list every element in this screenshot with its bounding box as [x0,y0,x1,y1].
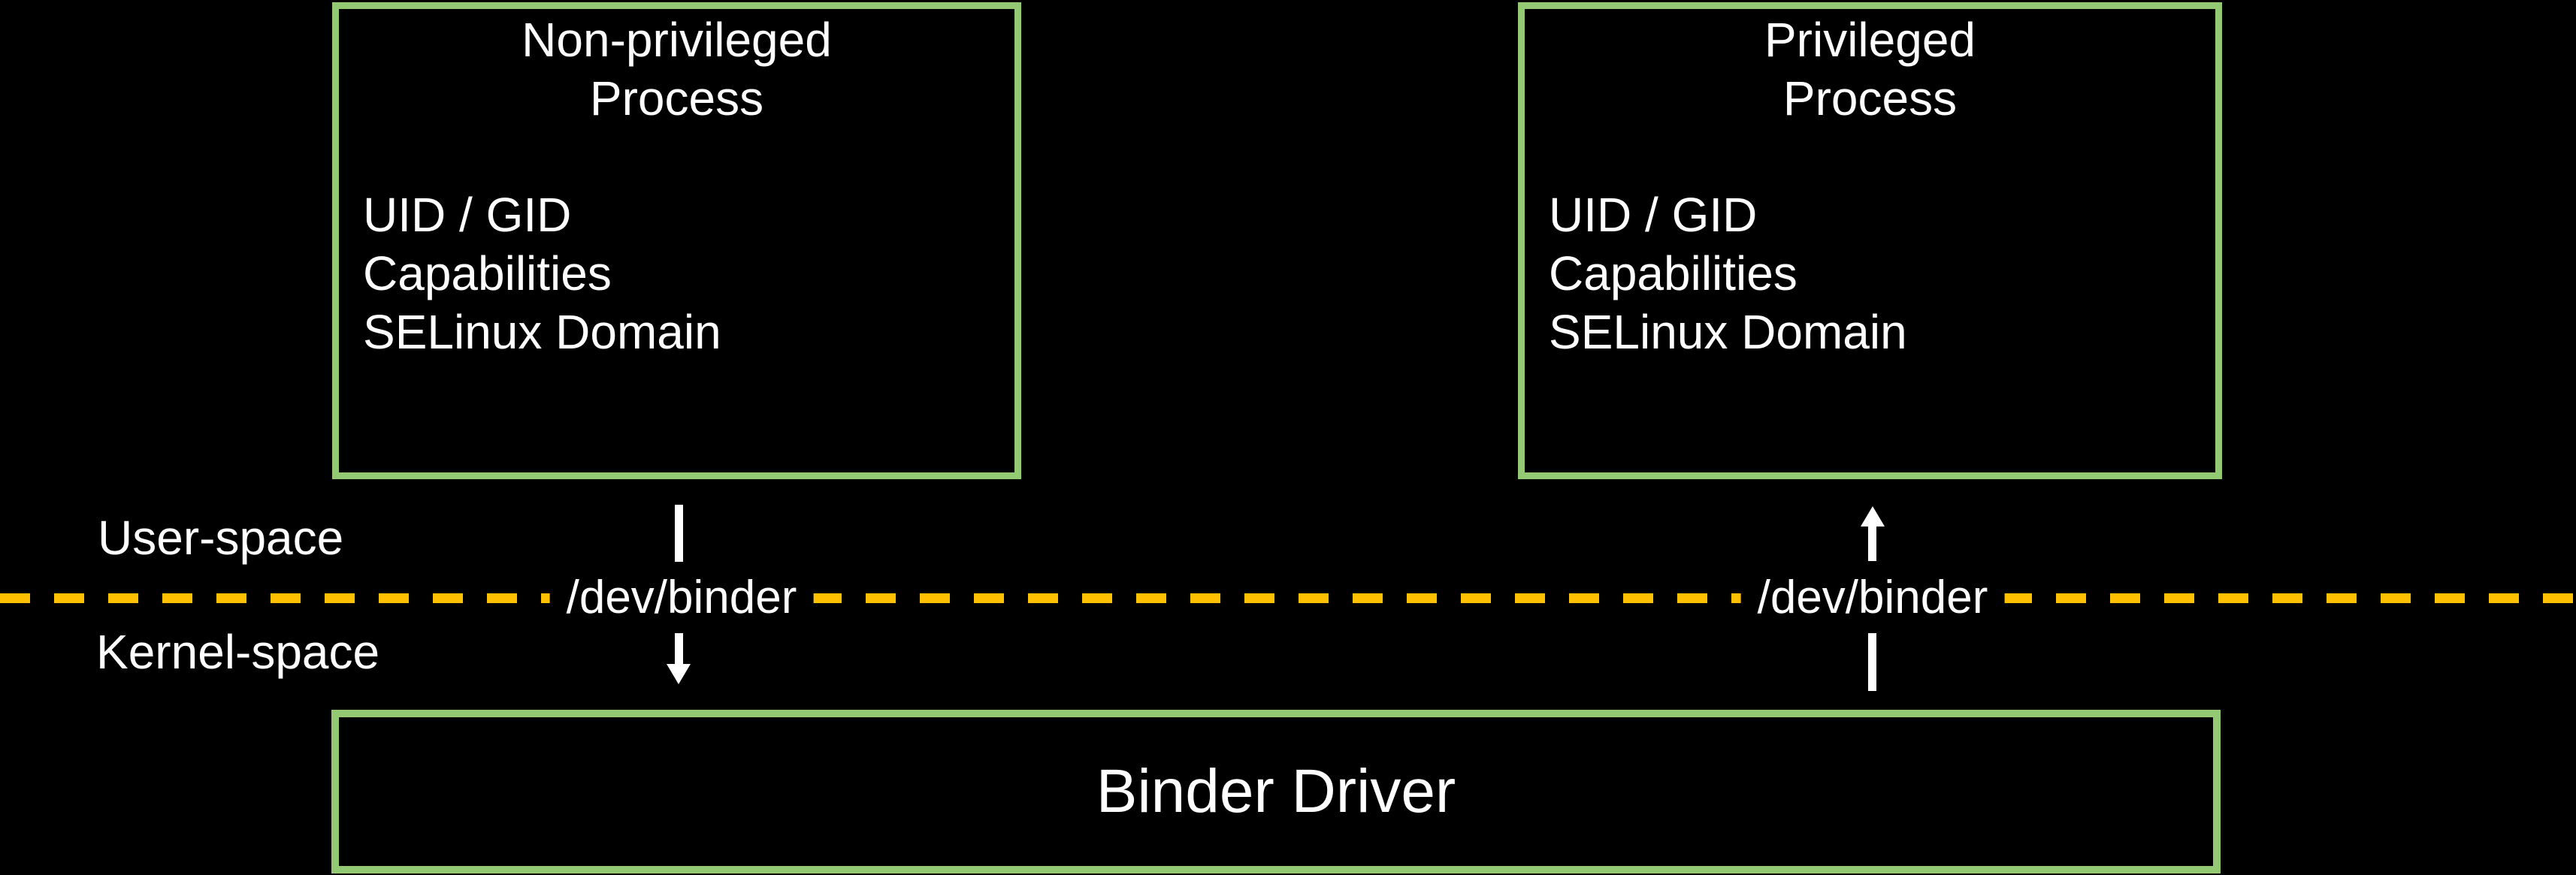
attribute-selinux-domain: SELinux Domain [1549,305,1907,359]
dev-binder-label-right: /dev/binder [1740,575,2005,621]
dev-binder-label-left: /dev/binder [549,575,814,621]
arrow-shaft [675,633,683,665]
privileged-process-title: Privileged Process [1764,13,1976,125]
binder-driver-box: Binder Driver [331,710,2221,873]
arrow-shaft [1868,633,1876,691]
non-privileged-process-box: Non-privileged Process UID / GID Capabil… [332,2,1021,479]
attribute-capabilities: Capabilities [1549,246,1797,300]
attribute-uid-gid: UID / GID [1549,188,1758,242]
attribute-uid-gid: UID / GID [363,188,572,242]
binder-driver-label: Binder Driver [1096,757,1456,825]
user-space-label: User-space [98,511,344,565]
arrow-shaft [1868,527,1876,561]
attribute-capabilities: Capabilities [363,246,612,300]
arrow-head [1861,506,1885,527]
privileged-process-box: Privileged Process UID / GID Capabilitie… [1518,2,2222,479]
attribute-selinux-domain: SELinux Domain [363,305,721,359]
user-kernel-boundary-dashed-line [0,593,2576,603]
non-privileged-process-attributes: UID / GID Capabilities SELinux Domain [363,186,721,361]
arrow-head [667,664,691,684]
kernel-space-label: Kernel-space [96,625,380,679]
privileged-process-attributes: UID / GID Capabilities SELinux Domain [1549,186,1907,361]
arrow-shaft [675,505,683,562]
non-privileged-process-title: Non-privileged Process [522,13,832,125]
